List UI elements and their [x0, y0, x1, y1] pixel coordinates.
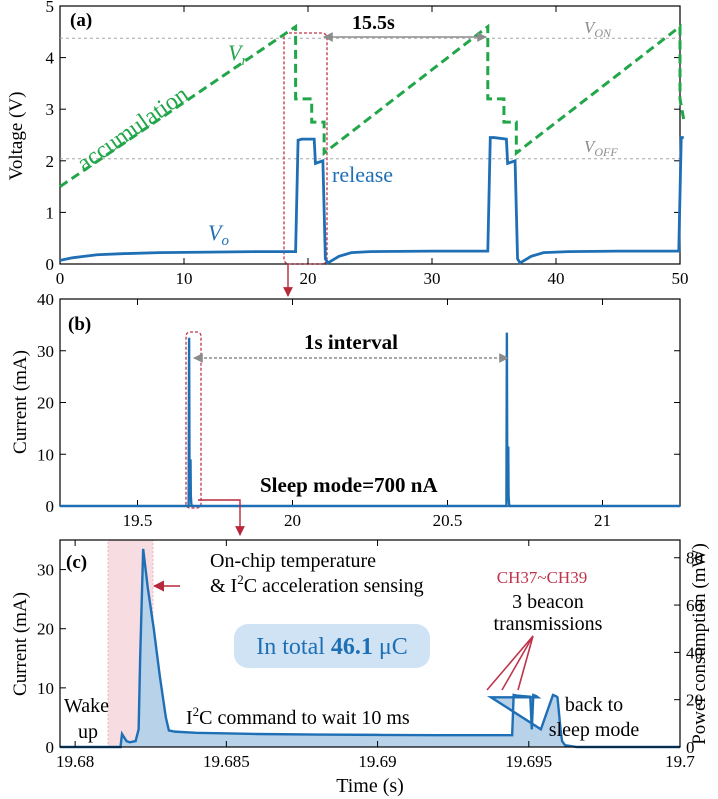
panel-b: 19.5 20 20.5 21 0 10 20 30 40 (b) 1s interval Sl… [10, 290, 681, 530]
release-label: release [332, 162, 393, 187]
sensing-label-line2: & I2C acceleration sensing [210, 572, 424, 597]
panel-c-ylabel: Current (mA) [10, 592, 31, 696]
panel-b-ytick-label-1: 10 [37, 445, 54, 464]
panel-a-ytick-label-5: 5 [46, 0, 55, 16]
panel-a-ticks: 0 10 20 30 40 50 0 1 2 3 4 5 [46, 0, 689, 288]
panel-c-ytick-label-0: 0 [46, 738, 55, 757]
panel-a-xtick-label-4: 40 [548, 269, 565, 288]
panel-b-xtick-label-1: 20 [284, 511, 301, 530]
panel-a-xtick-label-3: 30 [424, 269, 441, 288]
sleep-label-line1: back to [565, 694, 623, 716]
panel-a-label: (a) [70, 10, 92, 31]
beacon-pointer-1 [486, 635, 534, 691]
sleep-label-line2: sleep mode [549, 719, 640, 741]
panel-c-label: (c) [66, 552, 87, 573]
panel-c-xtick-label-3: 19.695 [505, 752, 552, 771]
panel-a-xtick-label-2: 20 [300, 269, 317, 288]
panel-b-ytick-label-2: 20 [37, 394, 54, 413]
panel-a-zoom-box [283, 32, 328, 265]
panel-c-y2tick-label-2: 40 [686, 643, 703, 662]
current-series-line-c [60, 548, 680, 749]
period-label: 15.5s [352, 12, 395, 34]
panel-b-zoom-box [185, 331, 202, 509]
panel-a-ytick-label-4: 4 [46, 49, 55, 68]
von-label: VON [584, 18, 612, 40]
panel-b-xtick-label-0: 19.5 [123, 511, 153, 530]
panel-c-y2tick-label-4: 80 [686, 549, 703, 568]
panel-c-y2label: Power consumption (mW) [689, 543, 710, 745]
beacon-pointer-3 [517, 635, 534, 691]
panel-b-ytick-label-0: 0 [46, 497, 55, 516]
panel-c-xtick-label-2: 19.69 [358, 752, 396, 771]
sleep-mode-label: Sleep mode=700 nA [260, 473, 438, 497]
panel-c-xtick-label-1: 19.685 [203, 752, 250, 771]
vr-series-line [59, 23, 686, 188]
total-charge-label: In total 46.1 μC [256, 634, 408, 660]
panel-c-ytick-label-2: 20 [37, 620, 54, 639]
panel-a-xtick-label-0: 0 [56, 269, 65, 288]
panel-a-ytick-label-3: 3 [46, 100, 55, 119]
vo-series-label: Vo [208, 220, 229, 249]
panel-c-frame [59, 539, 681, 748]
panel-c-ytick-label-1: 10 [37, 679, 54, 698]
current-series-line [60, 332, 680, 508]
panel-a-xtick-label-1: 10 [176, 269, 193, 288]
panel-a-ytick-label-0: 0 [46, 255, 55, 274]
channels-label: CH37~CH39 [497, 568, 587, 587]
panel-c-y2tick-label-1: 20 [686, 691, 703, 710]
panel-b-label: (b) [68, 314, 91, 335]
panel-b-ticks: 19.5 20 20.5 21 0 10 20 30 40 [37, 290, 680, 530]
interval-label: 1s interval [304, 330, 398, 354]
panel-a-ytick-label-2: 2 [46, 152, 55, 171]
wait-label: I2C command to wait 10 ms [186, 704, 410, 729]
wake-label-line2: up [78, 721, 98, 743]
panel-b-ytick-label-4: 40 [37, 290, 54, 309]
vr-series-label: Vr [228, 40, 247, 69]
accumulation-label: accumulation [73, 81, 194, 176]
panel-c-xtick-label-4: 19.7 [665, 752, 695, 771]
panel-c-xlabel: Time (s) [336, 775, 404, 797]
panel-c-xtick-label-0: 19.68 [56, 752, 94, 771]
panel-a-xtick-label-5: 50 [672, 269, 689, 288]
beacon-label-line1: 3 beacon [512, 591, 584, 613]
panel-b-xtick-label-2: 20.5 [433, 511, 463, 530]
panel-c-ytick-label-3: 30 [37, 561, 54, 580]
vo-series-line [59, 136, 684, 265]
panel-c-y2tick-label-0: 0 [686, 738, 695, 757]
panel-b-ytick-label-3: 30 [37, 342, 54, 361]
panel-a-ylabel: Voltage (V) [6, 92, 27, 181]
sensing-label-line1: On-chip temperature [210, 550, 376, 572]
beacon-pointer-2 [501, 635, 534, 691]
panel-b-ylabel: Current (mA) [10, 350, 31, 454]
voff-label: VOFF [584, 137, 618, 159]
panel-a-frame [59, 5, 681, 265]
total-charge-box [234, 624, 430, 668]
zoom-connector-bc [198, 499, 245, 536]
panel-a-ytick-label-1: 1 [46, 203, 55, 222]
beacon-label-line2: transmissions [494, 613, 603, 635]
panel-b-xtick-label-3: 21 [594, 511, 611, 530]
wake-label-line1: Wake [64, 695, 109, 717]
panel-c-y2tick-label-3: 60 [686, 596, 703, 615]
